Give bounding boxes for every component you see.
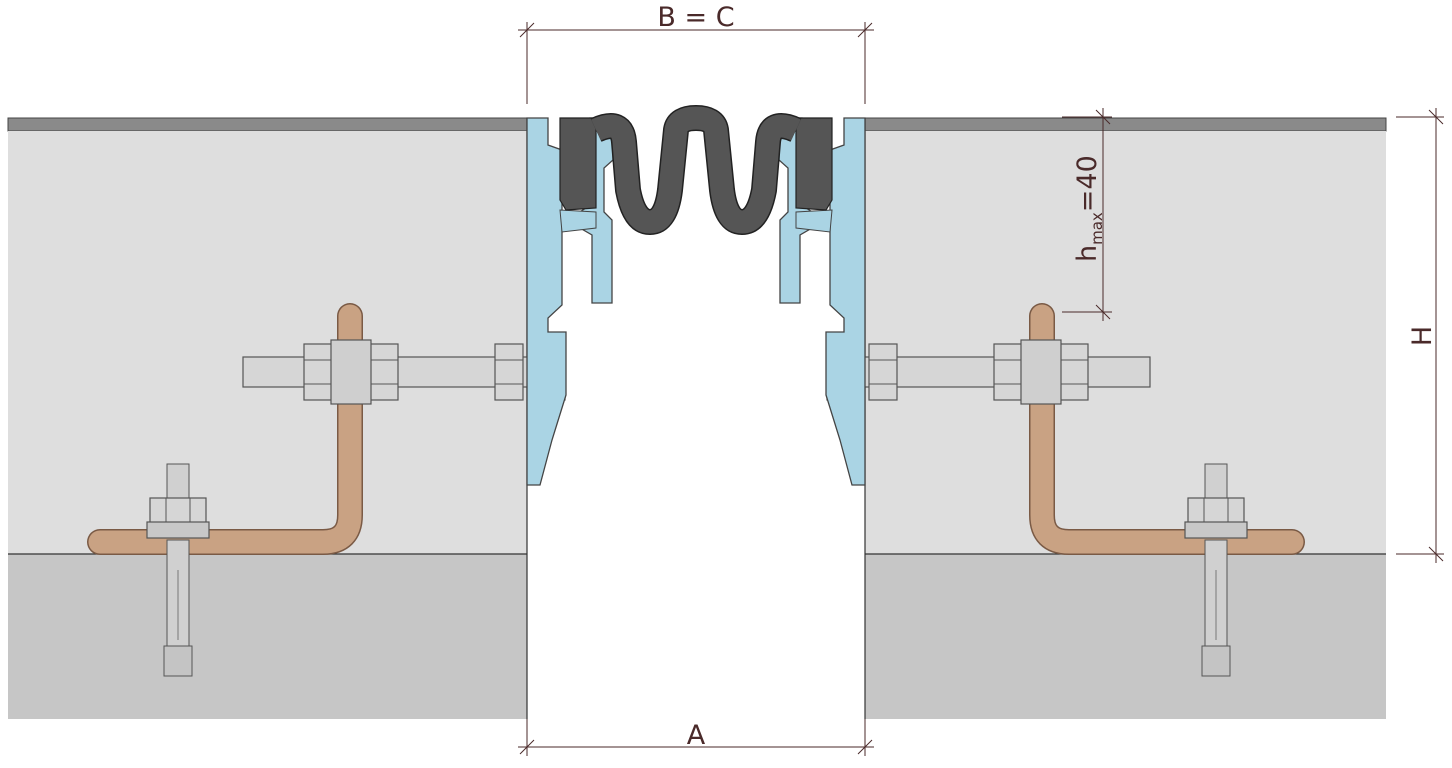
hmax-label-subscript: max (1088, 212, 1106, 245)
dimension-height: H (1396, 108, 1444, 563)
hmax-label-value: =40 (1072, 155, 1103, 212)
right-anchor-assembly (826, 303, 1305, 677)
hmax-label-prefix: h (1072, 245, 1103, 262)
dimension-bottom: A (518, 719, 874, 756)
top-width-label: B = C (657, 2, 734, 33)
dimension-hmax: hmax=40 (1062, 108, 1112, 321)
left-anchor-assembly (87, 303, 566, 677)
dimension-top: B = C (518, 2, 874, 104)
right-wedge-anchor (1184, 463, 1248, 677)
left-wedge-anchor (146, 463, 210, 677)
rubber-seal (559, 105, 833, 235)
bottom-width-label: A (687, 720, 706, 751)
height-label: H (1407, 326, 1438, 346)
left-concrete-slab (7, 117, 528, 719)
left-aluminium-profile (526, 117, 614, 486)
right-aluminium-profile (778, 117, 866, 486)
svg-text:hmax=40: hmax=40 (1072, 155, 1106, 262)
right-concrete-slab (864, 117, 1387, 719)
